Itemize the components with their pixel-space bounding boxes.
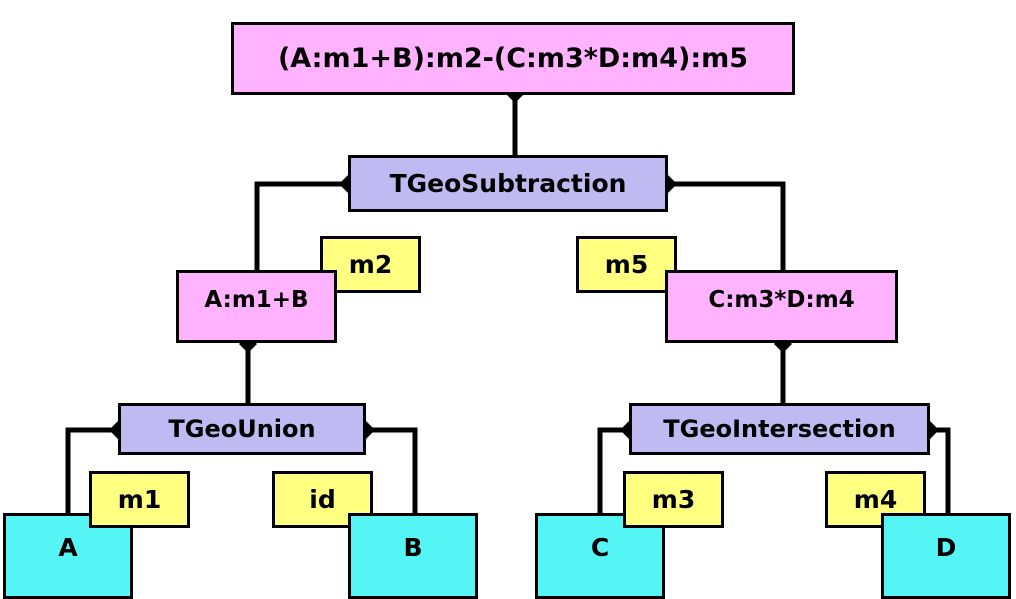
- node-matrix-id[interactable]: id: [272, 471, 373, 528]
- node-intersection[interactable]: TGeoIntersection: [629, 403, 930, 455]
- node-right-expression[interactable]: C:m3*D:m4: [665, 270, 898, 343]
- node-matrix-m4-label: m4: [853, 485, 898, 514]
- node-root-expression[interactable]: (A:m1+B):m2-(C:m3*D:m4):m5: [231, 22, 795, 95]
- node-intersection-label: TGeoIntersection: [663, 415, 896, 443]
- node-left-expression[interactable]: A:m1+B: [176, 270, 337, 343]
- node-matrix-m5[interactable]: m5: [576, 236, 677, 293]
- edge-subtraction-to-right-expression: [668, 181, 786, 270]
- node-matrix-id-label: id: [309, 485, 336, 514]
- edge-union-to-shape-b: [366, 427, 418, 513]
- edge-intersection-to-shape-c: [597, 427, 629, 513]
- node-matrix-m3[interactable]: m3: [623, 471, 724, 528]
- node-shape-d[interactable]: D: [881, 513, 1011, 599]
- node-shape-a-label: A: [58, 532, 78, 562]
- node-shape-d-label: D: [935, 532, 957, 562]
- node-matrix-m1[interactable]: m1: [89, 471, 190, 528]
- node-shape-c-label: C: [590, 532, 610, 562]
- node-union[interactable]: TGeoUnion: [118, 403, 366, 455]
- node-matrix-m3-label: m3: [651, 485, 696, 514]
- node-matrix-m1-label: m1: [117, 485, 162, 514]
- node-subtraction[interactable]: TGeoSubtraction: [348, 155, 668, 212]
- node-shape-b[interactable]: B: [348, 513, 478, 599]
- node-shape-b-label: B: [403, 532, 423, 562]
- edge-intersection-to-shape-d: [930, 427, 951, 513]
- node-union-label: TGeoUnion: [168, 415, 316, 443]
- edge-subtraction-to-left-expression: [254, 181, 348, 270]
- node-right-expression-label: C:m3*D:m4: [708, 287, 855, 313]
- edge-union-to-shape-a: [65, 427, 118, 513]
- node-left-expression-label: A:m1+B: [204, 287, 309, 313]
- node-matrix-m2-label: m2: [348, 250, 393, 279]
- node-subtraction-label: TGeoSubtraction: [389, 169, 627, 198]
- node-root-expression-label: (A:m1+B):m2-(C:m3*D:m4):m5: [277, 43, 749, 74]
- node-matrix-m5-label: m5: [604, 250, 649, 279]
